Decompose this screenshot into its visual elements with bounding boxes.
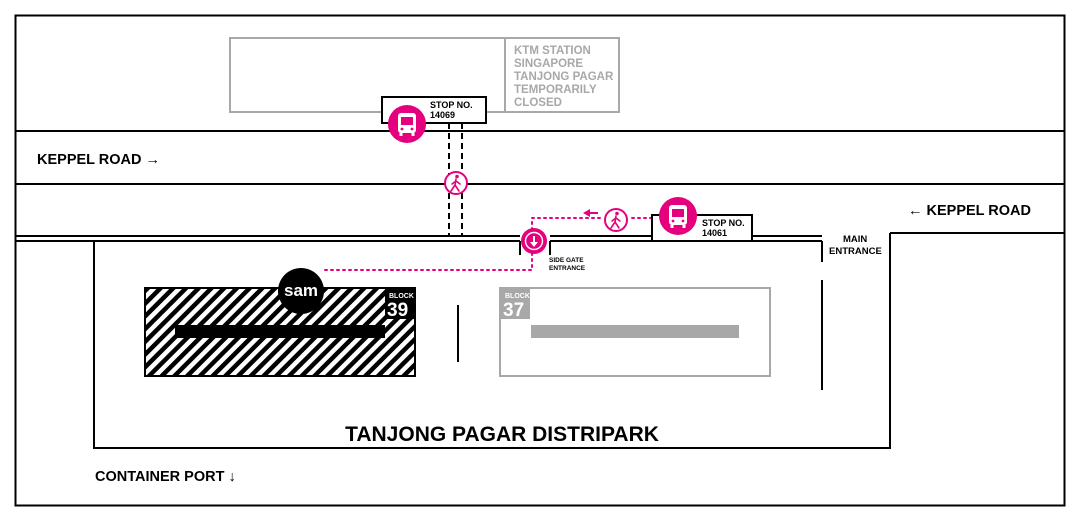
sam-logo: sam [278,268,324,314]
svg-text:CLOSED: CLOSED [514,97,562,109]
bus-stop-14069-label: STOP NO. [430,100,473,110]
svg-text:CONTAINER PORT ↓: CONTAINER PORT ↓ [95,469,236,485]
block-37-number: 37 [503,300,524,321]
svg-text:TEMPORARILY: TEMPORARILY [514,84,597,96]
svg-text:TANJONG PAGAR DISTRIPARK: TANJONG PAGAR DISTRIPARK [345,423,659,446]
arrow-down-icon [521,228,547,254]
svg-text:14061: 14061 [702,228,727,238]
ktm-line-3: TANJONG PAGAR [514,71,614,83]
svg-text:KTM STATION: KTM STATION [514,45,591,57]
ktm-line-5: CLOSED [514,97,562,109]
block-37-label: BLOCK [505,293,530,300]
svg-text:TANJONG PAGAR: TANJONG PAGAR [514,71,614,83]
svg-text:BLOCK: BLOCK [505,293,530,300]
svg-text:14069: 14069 [430,110,455,120]
block-39-label: BLOCK [389,293,414,300]
svg-text:STOP NO.: STOP NO. [702,218,745,228]
side-gate-line-1: SIDE GATE [549,257,584,264]
distripark-outline [93,233,891,449]
svg-text:sam: sam [284,281,318,300]
ktm-line-2: SINGAPORE [514,58,583,70]
pedestrian-icon [604,208,628,232]
bus-stop-14069-number: 14069 [430,110,455,120]
svg-text:37: 37 [503,300,524,321]
keppel-road [15,130,1065,262]
svg-text:BLOCK: BLOCK [389,293,414,300]
svg-text:MAIN: MAIN [843,234,867,245]
block-39: BLOCK 39 [144,287,416,377]
pedestrian-icon [444,171,468,195]
route-arrow-icon [583,209,598,217]
main-entrance-line-1: MAIN [843,234,867,245]
block-37: BLOCK 37 [499,287,771,377]
ktm-line-1: KTM STATION [514,45,591,57]
keppel-road-west-label: KEPPEL ROAD → [37,152,160,168]
svg-text:39: 39 [387,300,408,321]
sam-logo-text: sam [284,281,318,300]
block-39-number: 39 [387,300,408,321]
ktm-station: KTM STATION SINGAPORE TANJONG PAGAR TEMP… [229,37,620,113]
svg-text:SIDE GATE: SIDE GATE [549,257,584,264]
map-frame [14,14,1066,507]
container-port-label: CONTAINER PORT ↓ [95,469,236,485]
bus-icon [659,197,697,235]
side-gate-line-2: ENTRANCE [549,265,586,272]
ktm-line-4: TEMPORARILY [514,84,597,96]
keppel-road-east-label: ← KEPPEL ROAD [908,203,1031,219]
svg-text:ENTRANCE: ENTRANCE [549,265,586,272]
bus-stop-14061-number: 14061 [702,228,727,238]
distripark-title: TANJONG PAGAR DISTRIPARK [345,423,659,446]
pedestrian-crossing [448,123,463,236]
svg-text:SINGAPORE: SINGAPORE [514,58,583,70]
svg-text:← KEPPEL ROAD: ← KEPPEL ROAD [908,203,1031,219]
svg-text:STOP NO.: STOP NO. [430,100,473,110]
bus-stop-14061-label: STOP NO. [702,218,745,228]
svg-text:ENTRANCE: ENTRANCE [829,246,882,257]
bus-icon [388,105,426,143]
main-entrance-line-2: ENTRANCE [829,246,882,257]
svg-text:KEPPEL ROAD →: KEPPEL ROAD → [37,152,160,168]
